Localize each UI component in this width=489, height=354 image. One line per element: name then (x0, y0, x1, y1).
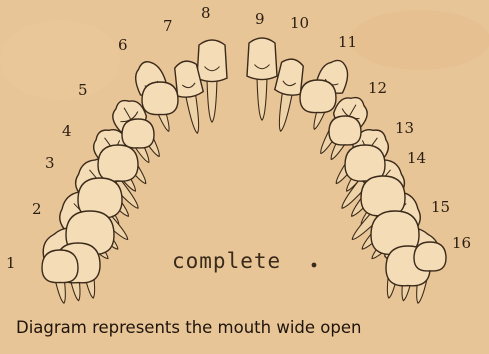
label-period (312, 263, 317, 268)
tooth-cusp (329, 116, 361, 145)
tooth-number-10: 10 (290, 14, 309, 32)
tooth-cusp (42, 250, 78, 283)
tooth-number-13: 13 (395, 119, 414, 137)
diagram-caption: Diagram represents the mouth wide open (16, 318, 486, 337)
tooth-number-12: 12 (368, 79, 387, 97)
tooth-number-8: 8 (201, 4, 211, 22)
tooth-cusp (122, 119, 154, 148)
tooth-number-3: 3 (45, 154, 55, 172)
tooth-number-9: 9 (255, 10, 265, 28)
tooth-cusp (361, 176, 405, 216)
complete-label: complete (172, 249, 281, 273)
tooth-cusp (414, 242, 446, 271)
tooth-number-4: 4 (62, 122, 72, 140)
tooth-number-11: 11 (338, 33, 357, 51)
tooth-number-2: 2 (32, 200, 42, 218)
tooth-number-16: 16 (452, 234, 471, 252)
tooth-number-7: 7 (163, 17, 173, 35)
tooth-number-5: 5 (78, 81, 88, 99)
tooth-number-14: 14 (407, 149, 426, 167)
tooth-number-1: 1 (6, 254, 16, 272)
tooth-cusp (142, 82, 178, 115)
tooth-number-6: 6 (118, 36, 128, 54)
tooth-cusp (300, 80, 336, 113)
tooth-number-15: 15 (431, 198, 450, 216)
tooth-cusp (98, 145, 138, 181)
